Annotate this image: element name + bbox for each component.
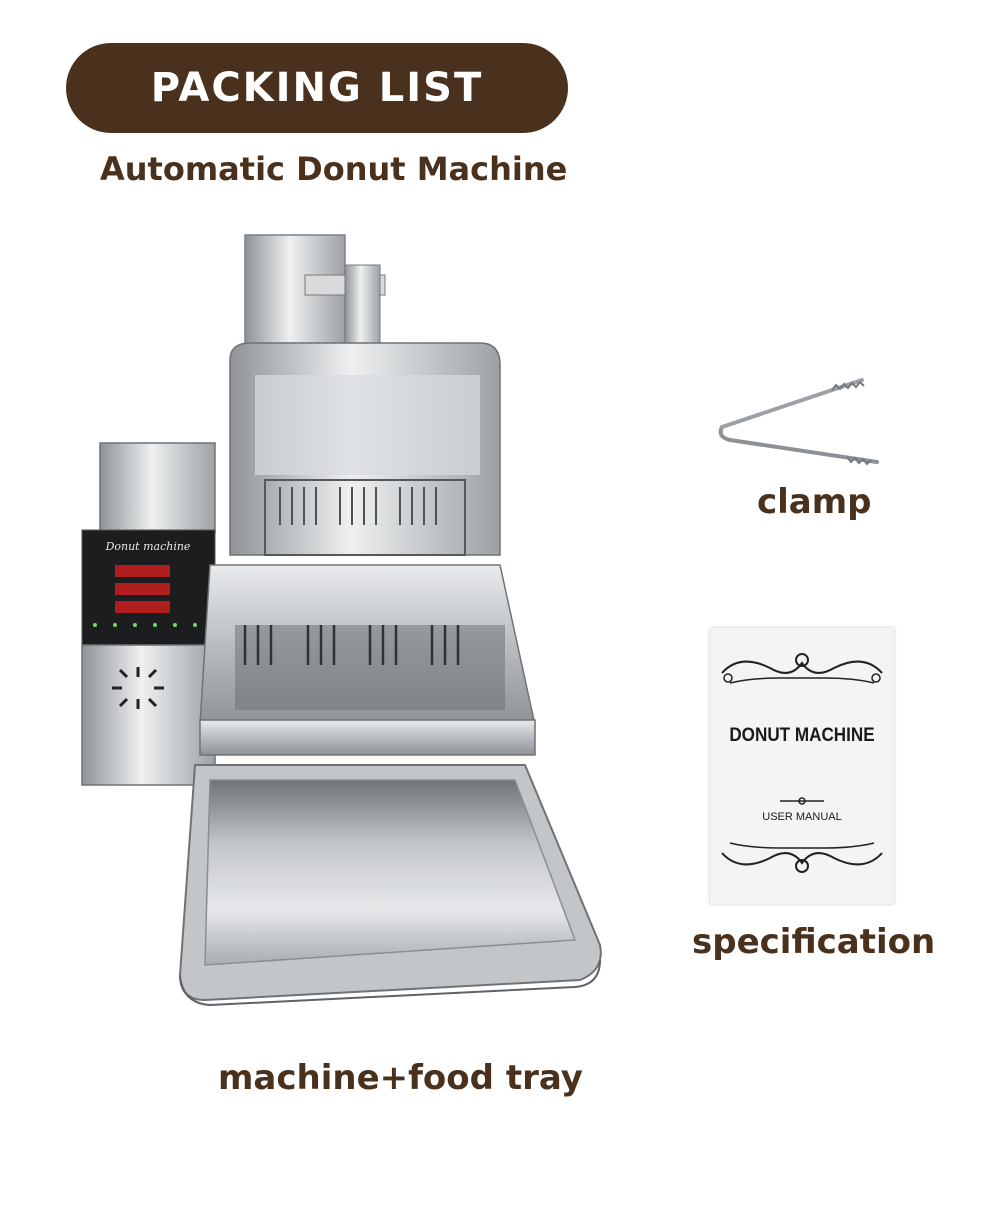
clamp-label: clamp	[757, 482, 872, 522]
user-manual-booklet-icon: DONUT MACHINE USER MANUAL	[710, 628, 894, 904]
manual-title: DONUT MACHINE	[729, 725, 875, 746]
specification-label: specification	[692, 922, 936, 962]
panel-brand-text: Donut machine	[105, 540, 191, 553]
donut-machine-icon: Donut machine	[81, 234, 602, 1007]
clamp-tongs-icon	[718, 378, 879, 466]
banner-title: PACKING LIST	[150, 65, 484, 111]
product-subtitle: Automatic Donut Machine	[100, 150, 568, 188]
manual-subtitle: USER MANUAL	[762, 811, 842, 823]
packing-list-banner: PACKING LIST	[66, 43, 568, 133]
ornament-top-icon	[721, 653, 883, 684]
ornament-bottom-icon	[721, 842, 883, 873]
ornament-mid-icon	[780, 797, 824, 805]
machine-label: machine+food tray	[218, 1058, 583, 1098]
